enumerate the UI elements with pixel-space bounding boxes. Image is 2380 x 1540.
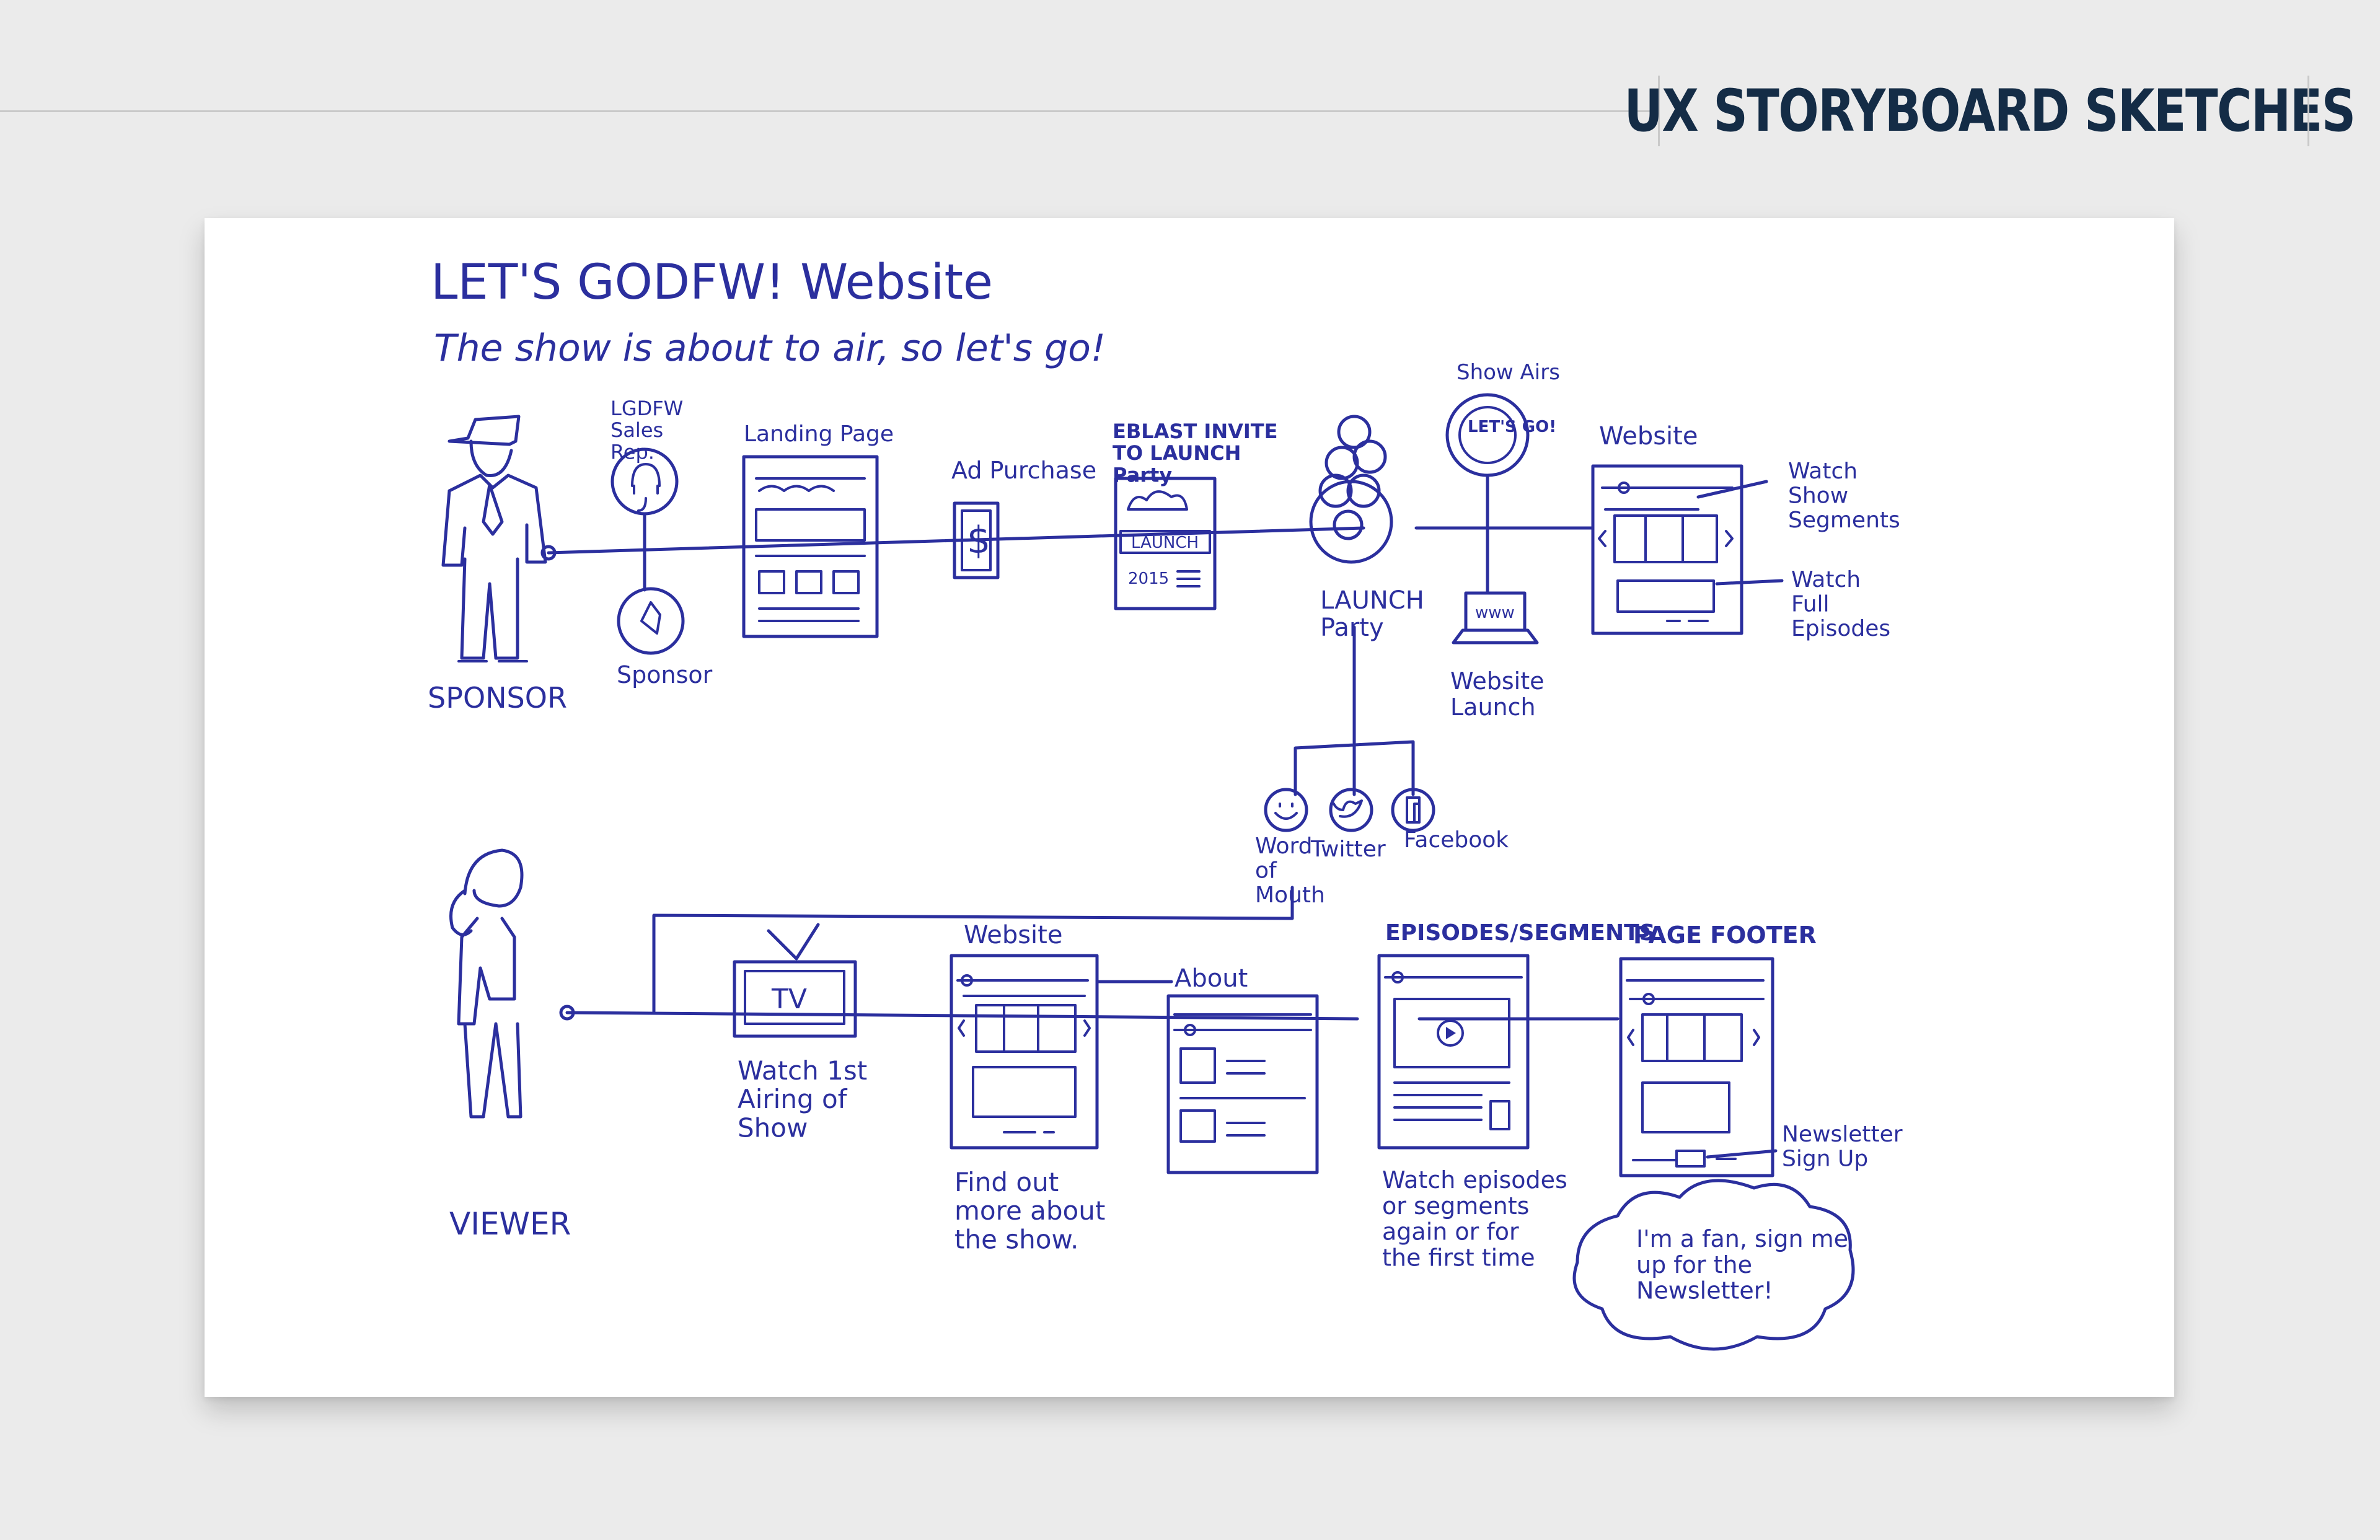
- show-airs-badge: LET'S GO!: [1445, 393, 1556, 477]
- svg-text:www: www: [1475, 604, 1515, 622]
- about-wireframe: [1166, 994, 1319, 1174]
- eblast-wireframe: LAUNCH 2015: [1114, 477, 1217, 610]
- svg-text:TV: TV: [771, 983, 807, 1015]
- page-footer-label: PAGE FOOTER: [1633, 922, 1817, 949]
- fan-speech-bubble: [1572, 1179, 1855, 1351]
- viewer-figure: [449, 848, 524, 1119]
- svg-text:LET'S GO!: LET'S GO!: [1468, 418, 1556, 436]
- twitter-icon: [1329, 788, 1373, 832]
- sketch-subtitle: The show is about to air, so let's go!: [434, 327, 1106, 370]
- page-title: UX STORYBOARD SKETCHES: [1624, 77, 2356, 145]
- flow-start-dot: [540, 545, 557, 561]
- website-callout-lines: [1696, 480, 1784, 586]
- website-label: Website: [1599, 422, 1698, 451]
- launch-party-icon: [1309, 415, 1393, 564]
- ad-purchase-label: Ad Purchase: [951, 457, 1096, 484]
- facebook-label: Facebook: [1404, 827, 1509, 853]
- tv-icon: TV: [733, 923, 857, 1038]
- social-branch: [1294, 625, 1415, 796]
- page-footer-wireframe: [1619, 957, 1774, 1177]
- word-of-mouth-icon: [1264, 788, 1308, 832]
- twitter-label: Twitter: [1310, 837, 1386, 862]
- viewer-website-wireframe: [950, 954, 1099, 1150]
- landing-page-label: Landing Page: [744, 421, 894, 447]
- laptop-icon: www: [1452, 591, 1539, 645]
- sponsor-label: SPONSOR: [428, 681, 567, 715]
- sketch-title: LET'S GODFW! Website: [431, 255, 993, 310]
- sponsor-figure: [441, 415, 547, 662]
- sponsor-node-icon: [640, 601, 661, 635]
- storyboard-sheet: LET'S GODFW! Website The show is about t…: [205, 218, 2174, 1397]
- newsletter-callout-line: [1706, 1149, 1778, 1159]
- facebook-icon: [1391, 788, 1435, 832]
- episodes-segments-label: EPISODES/SEGMENTS: [1385, 920, 1655, 946]
- episodes-wireframe: [1377, 954, 1530, 1150]
- header-rule: [0, 110, 1656, 112]
- viewer-start-dot: [559, 1005, 575, 1021]
- viewer-flow-line: [565, 1011, 1359, 1021]
- title-divider-left: [1658, 76, 1660, 146]
- about-label: About: [1175, 964, 1248, 993]
- show-airs-label: Show Airs: [1457, 360, 1560, 385]
- ad-purchase-icon: $: [953, 501, 1000, 579]
- sponsor-node: [617, 587, 685, 655]
- headset-icon: [631, 463, 661, 512]
- website-wireframe: [1591, 464, 1743, 635]
- title-divider-right: [2307, 76, 2309, 146]
- viewer-label: VIEWER: [449, 1206, 571, 1242]
- viewer-website-label: Website: [964, 921, 1062, 949]
- sponsor-node-label: Sponsor: [617, 661, 713, 689]
- svg-text:2015: 2015: [1128, 570, 1169, 588]
- word-of-mouth-connector: [652, 886, 1294, 1013]
- landing-page-wireframe: [742, 455, 879, 638]
- svg-text:$: $: [967, 519, 990, 562]
- svg-text:LAUNCH: LAUNCH: [1131, 534, 1199, 552]
